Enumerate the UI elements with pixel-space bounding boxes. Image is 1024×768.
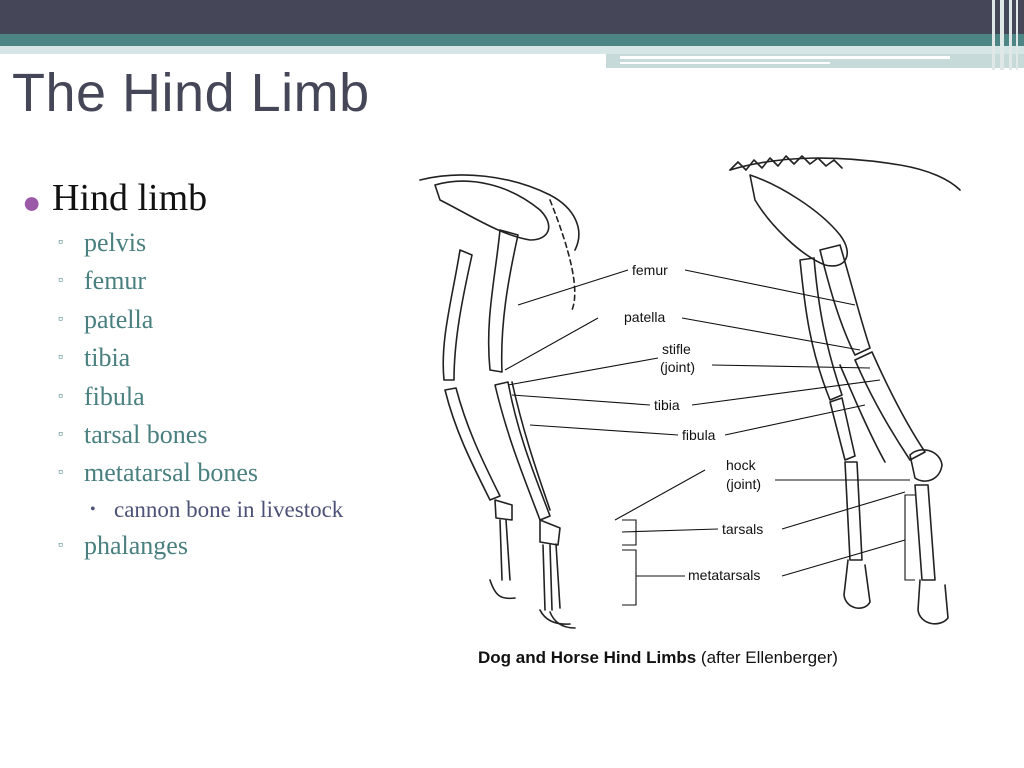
square-bullet-icon: ▫ <box>58 388 63 404</box>
square-bullet-icon: ▫ <box>58 311 63 327</box>
square-bullet-icon: ▫ <box>58 427 63 443</box>
figure-caption: Dog and Horse Hind Limbs (after Ellenber… <box>478 648 838 668</box>
label-femur: femur <box>632 262 668 278</box>
slide-title: The Hind Limb <box>12 63 370 123</box>
square-bullet-icon: ▫ <box>58 235 63 250</box>
label-patella: patella <box>624 309 665 325</box>
label-fibula: fibula <box>682 427 716 443</box>
label-metatarsals: metatarsals <box>688 567 760 583</box>
bullet-list: ● Hind limb ▫ pelvis ▫ femur ▫ patella ▫ tib… <box>22 176 343 565</box>
list-item-text: fibula <box>84 381 145 411</box>
caption-bold: Dog and Horse Hind Limbs <box>478 648 697 667</box>
header-stripe <box>1000 0 1004 70</box>
bullet-text: Hind limb <box>52 177 208 219</box>
label-hock: hock <box>726 457 757 473</box>
header-bar-light <box>0 46 1024 54</box>
header-accent-line-short <box>620 62 830 64</box>
header-stripe <box>1009 0 1012 70</box>
label-stifle: stifle <box>662 341 691 357</box>
sub-bullet-list: ▫ pelvis ▫ femur ▫ patella ▫ tibia ▫ fibula ▫… <box>52 224 343 565</box>
list-item-text: tarsal bones <box>84 420 208 450</box>
header-stripe <box>1016 0 1018 70</box>
header-bar-teal <box>0 34 1024 46</box>
list-item: ▫ metatarsal bones • cannon bone in livest… <box>52 454 343 526</box>
caption-rest: (after Ellenberger) <box>696 648 838 667</box>
bullet-hind-limb: ● Hind limb ▫ pelvis ▫ femur ▫ patella ▫ tib… <box>22 176 343 565</box>
sub-sub-bullet-list: • cannon bone in livestock <box>84 493 343 527</box>
horse-skeleton <box>729 155 961 625</box>
list-item: ▫ fibula <box>52 378 343 416</box>
list-item-text: pelvis <box>84 228 147 257</box>
square-bullet-icon: ▫ <box>58 350 63 366</box>
dog-skeleton <box>419 174 580 629</box>
header-bar-dark <box>0 0 1024 34</box>
label-stifle-joint: (joint) <box>660 359 695 375</box>
square-bullet-icon: ▫ <box>58 465 63 481</box>
list-item-text: phalanges <box>84 530 188 560</box>
list-item: ▫ tibia <box>52 339 343 377</box>
hind-limb-illustration: femur patella stifle (joint) tibia fibul… <box>419 155 961 629</box>
list-item-text: femur <box>84 266 147 296</box>
list-item: ▫ tarsal bones <box>52 416 343 454</box>
leader-lines <box>504 269 915 606</box>
list-item: ▫ pelvis <box>52 224 343 262</box>
list-item: ▫ femur <box>52 262 343 300</box>
label-tarsals: tarsals <box>722 521 763 537</box>
list-item-text: tibia <box>84 343 131 373</box>
label-tibia: tibia <box>654 397 680 413</box>
list-item-text: patella <box>84 304 154 334</box>
list-item-text: metatarsal bones <box>84 458 258 488</box>
label-hock-joint: (joint) <box>726 476 761 492</box>
bullet-dot-icon: ● <box>22 184 42 220</box>
header-accent-line <box>620 56 950 59</box>
list-item: ▫ patella <box>52 301 343 339</box>
square-bullet-icon: ▫ <box>58 273 63 289</box>
header-stripe <box>992 0 995 70</box>
list-item: ▫ phalanges <box>52 527 343 565</box>
list-item-text: cannon bone in livestock <box>114 496 344 522</box>
list-item: • cannon bone in livestock <box>84 493 343 527</box>
dot-bullet-icon: • <box>90 500 96 518</box>
square-bullet-icon: ▫ <box>58 537 63 553</box>
